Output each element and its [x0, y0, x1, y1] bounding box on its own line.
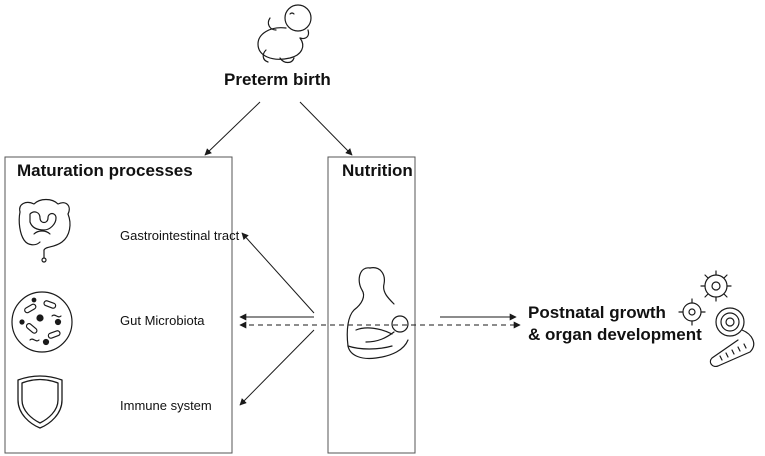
arrow-nutrition-to-immune	[239, 329, 315, 406]
outcome-label: Postnatal growth & organ development	[528, 302, 702, 346]
preterm-birth-title: Preterm birth	[224, 70, 331, 89]
fetus-icon	[257, 4, 312, 64]
gears-measuring-tape-icon	[678, 270, 755, 367]
nutrition-title: Nutrition	[342, 161, 413, 180]
immune-system-label: Immune system	[120, 398, 212, 413]
intestine-icon	[18, 198, 71, 263]
arrow-preterm-to-nutrition	[299, 101, 353, 156]
microbiota-icon	[11, 291, 73, 353]
gut-microbiota-label: Gut Microbiota	[120, 313, 205, 328]
outcome-line-2: & organ development	[528, 325, 702, 344]
breastfeeding-icon	[346, 267, 409, 360]
nutrition-box	[327, 156, 416, 454]
shield-icon	[17, 375, 63, 429]
gastrointestinal-tract-label: Gastrointestinal tract	[120, 228, 240, 243]
maturation-box	[4, 156, 233, 454]
arrow-nutrition-to-gi	[241, 232, 315, 314]
maturation-processes-title: Maturation processes	[17, 161, 193, 180]
outcome-line-1: Postnatal growth	[528, 303, 666, 322]
arrow-preterm-to-maturation	[204, 101, 261, 156]
